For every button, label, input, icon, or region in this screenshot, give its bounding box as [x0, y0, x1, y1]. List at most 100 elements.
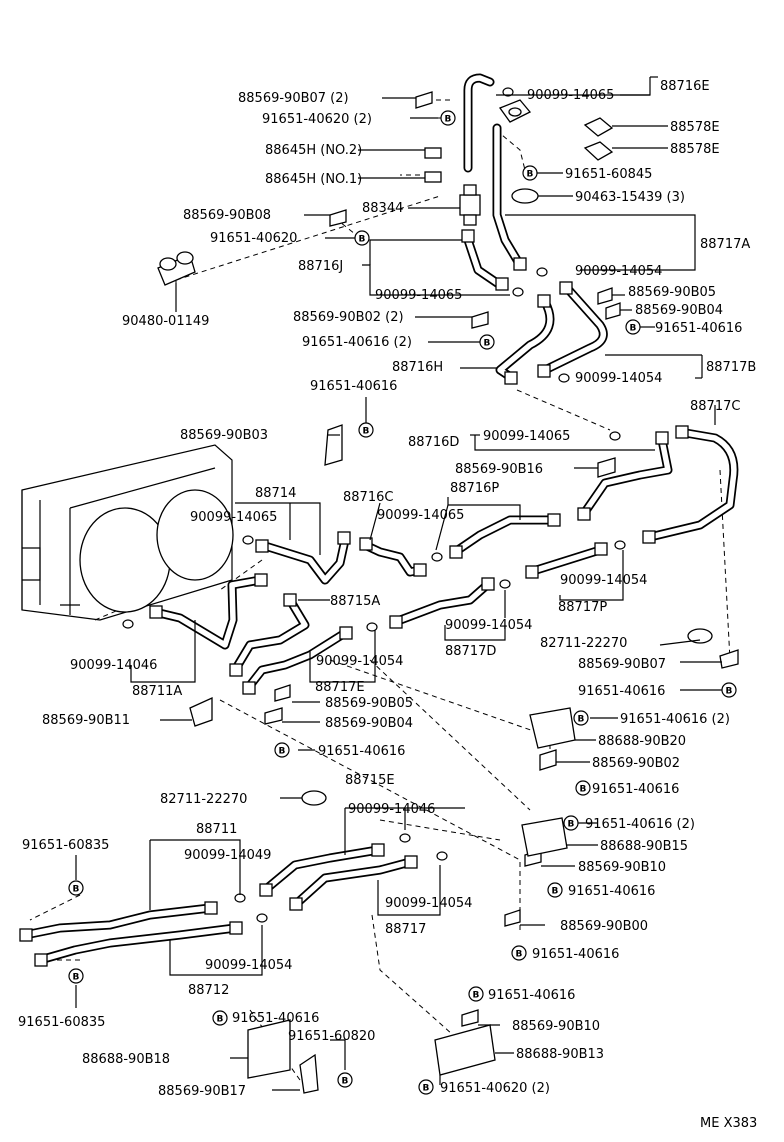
- svg-text:B: B: [73, 885, 80, 895]
- bolt-icon: B: [468, 986, 484, 1002]
- label-88711A: 88711A: [132, 684, 182, 699]
- bolt-icon: B: [440, 110, 456, 126]
- label-88569-90B07: 88569-90B07: [578, 657, 666, 672]
- label-91651-40620-2-b: 91651-40620 (2): [440, 1081, 550, 1096]
- label-88717C: 88717C: [690, 399, 740, 414]
- label-88344: 88344: [362, 201, 403, 216]
- label-88569-90B07-2: 88569-90B07 (2): [238, 91, 349, 106]
- label-91651-40620-2: 91651-40620 (2): [262, 112, 372, 127]
- label-90099-14054-g: 90099-14054: [205, 958, 292, 973]
- label-88569-90B10-b: 88569-90B10: [512, 1019, 600, 1034]
- svg-text:B: B: [726, 687, 733, 697]
- label-88688-90B20: 88688-90B20: [598, 734, 686, 749]
- pipes: [20, 73, 739, 965]
- label-88569-90B17: 88569-90B17: [158, 1084, 246, 1099]
- label-91651-40616-e: 91651-40616: [592, 782, 679, 797]
- label-90099-14049: 90099-14049: [184, 848, 271, 863]
- bolt-icon: B: [479, 334, 495, 350]
- label-91651-40616-a: 91651-40616: [655, 321, 742, 336]
- svg-text:B: B: [73, 973, 80, 983]
- part-88578E: [583, 117, 614, 161]
- label-88645H-no1: 88645H (NO.1): [265, 172, 362, 187]
- bolt-icon: B: [547, 882, 563, 898]
- o-rings: [122, 87, 626, 923]
- svg-text:B: B: [580, 785, 587, 795]
- label-88569-90B05-b: 88569-90B05: [325, 696, 413, 711]
- label-88569-90B10-a: 88569-90B10: [578, 860, 666, 875]
- bolt-icon: B: [522, 165, 538, 181]
- label-88716D: 88716D: [408, 435, 459, 450]
- bolt-symbols: B B B B B B B B B B B B B B B B B B B: [68, 110, 737, 1095]
- bolt-icon: B: [721, 682, 737, 698]
- label-88688-90B15: 88688-90B15: [600, 839, 688, 854]
- label-90099-14054-e: 90099-14054: [316, 654, 403, 669]
- label-91651-40616-i: 91651-40616: [232, 1011, 319, 1026]
- bolt-icon: B: [274, 742, 290, 758]
- label-91651-60835-b: 91651-60835: [18, 1015, 105, 1030]
- svg-text:B: B: [552, 887, 559, 897]
- label-90099-14065-top: 90099-14065: [527, 88, 614, 103]
- bolt-icon: B: [68, 968, 84, 984]
- label-91651-40616-d: 91651-40616: [318, 744, 405, 759]
- label-88716E: 88716E: [660, 79, 710, 94]
- label-91651-40616-h: 91651-40616: [488, 988, 575, 1003]
- svg-text:B: B: [217, 1015, 224, 1025]
- label-82711-22270-a: 82711-22270: [540, 636, 627, 651]
- label-90099-14054-d: 90099-14054: [445, 618, 532, 633]
- part-88716E: [498, 99, 532, 123]
- svg-text:B: B: [578, 715, 585, 725]
- bolt-icon: B: [354, 230, 370, 246]
- label-88578E-b: 88578E: [670, 142, 720, 157]
- label-88569-90B02: 88569-90B02: [592, 756, 680, 771]
- part-82711-clamp-b: [301, 790, 327, 806]
- label-88717B: 88717B: [706, 360, 756, 375]
- label-91651-60845: 91651-60845: [565, 167, 652, 182]
- label-91651-40616-c: 91651-40616: [578, 684, 665, 699]
- part-90480-01149: [157, 251, 196, 286]
- label-88569-90B03: 88569-90B03: [180, 428, 268, 443]
- bolt-icon: B: [68, 880, 84, 896]
- label-90480-01149: 90480-01149: [122, 314, 209, 329]
- svg-text:B: B: [363, 427, 370, 437]
- label-90099-14054-c: 90099-14054: [560, 573, 647, 588]
- label-88569-90B04-b: 88569-90B04: [325, 716, 413, 731]
- label-88569-90B02-2: 88569-90B02 (2): [293, 310, 404, 325]
- label-90099-14065-c: 90099-14065: [483, 429, 570, 444]
- label-91651-40616-2-b: 91651-40616 (2): [620, 712, 730, 727]
- part-88344-valve: [459, 184, 481, 226]
- part-82711-clamp-a: [687, 628, 713, 644]
- bolt-icon: B: [358, 422, 374, 438]
- fittings: [19, 229, 689, 967]
- label-91651-60835-a: 91651-60835: [22, 838, 109, 853]
- label-88688-90B13: 88688-90B13: [516, 1047, 604, 1062]
- svg-text:B: B: [423, 1084, 430, 1094]
- bolt-icon: B: [573, 710, 589, 726]
- label-88645H-no2: 88645H (NO.2): [265, 143, 362, 158]
- label-88717P: 88717P: [558, 600, 607, 615]
- svg-text:B: B: [516, 950, 523, 960]
- label-88569-90B11: 88569-90B11: [42, 713, 130, 728]
- bolt-icon: B: [212, 1010, 228, 1026]
- svg-text:B: B: [359, 235, 366, 245]
- label-91651-40620: 91651-40620: [210, 231, 297, 246]
- label-88715E: 88715E: [345, 773, 395, 788]
- label-88715A: 88715A: [330, 594, 380, 609]
- bolt-icon: B: [625, 319, 641, 335]
- svg-text:B: B: [445, 115, 452, 125]
- svg-text:B: B: [279, 747, 286, 757]
- label-90463-15439-3: 90463-15439 (3): [575, 190, 685, 205]
- part-90463-clamp: [511, 188, 539, 204]
- label-90099-14046-a: 90099-14046: [70, 658, 157, 673]
- svg-text:B: B: [473, 991, 480, 1001]
- bolt-icon: B: [418, 1079, 434, 1095]
- label-88716C: 88716C: [343, 490, 393, 505]
- leader-lines: [75, 76, 722, 1091]
- label-90099-14065-d: 90099-14065: [190, 510, 277, 525]
- small-clamps: [189, 91, 739, 1094]
- label-90099-14046-b: 90099-14046: [348, 802, 435, 817]
- label-88717: 88717: [385, 922, 426, 937]
- label-90099-14065-e: 90099-14065: [377, 508, 464, 523]
- svg-text:B: B: [484, 339, 491, 349]
- brackets: [247, 707, 576, 1079]
